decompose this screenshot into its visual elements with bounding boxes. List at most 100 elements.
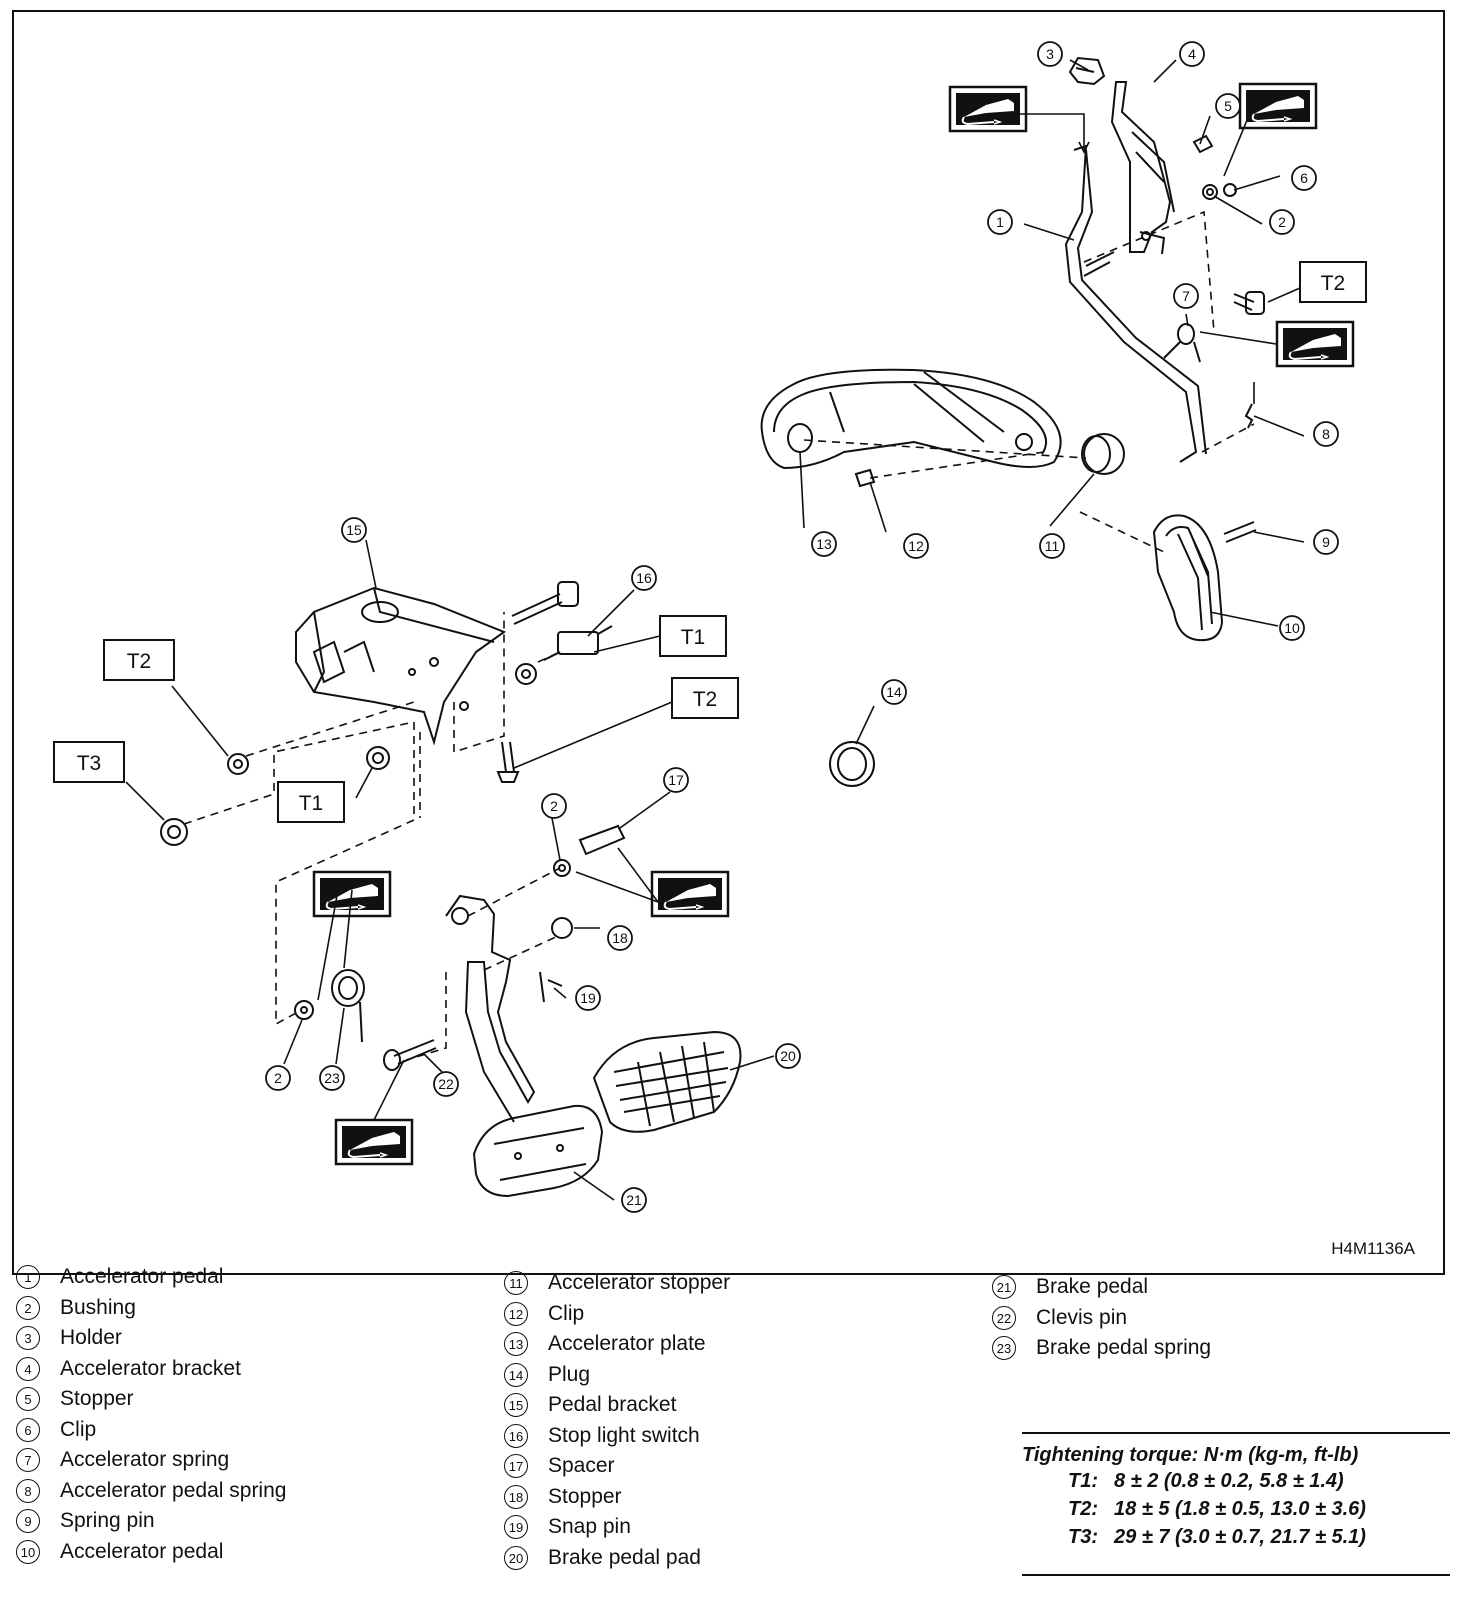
holder: [1068, 56, 1106, 86]
callout-2: 2: [265, 1065, 291, 1091]
legend-item: 14 Plug: [504, 1360, 730, 1391]
callout-1: 1: [987, 209, 1013, 235]
brake-pedal-pad-drawing: [592, 1030, 742, 1133]
nut: [515, 663, 537, 685]
callout-number: 15: [346, 522, 362, 538]
callout-number: 13: [816, 536, 832, 552]
legend-number: 1: [16, 1265, 40, 1290]
torque-row-t2: T2: 18 ± 5 (1.8 ± 0.5, 13.0 ± 3.6): [1068, 1495, 1450, 1523]
legend-number: 7: [16, 1448, 40, 1473]
pedal-bracket: [295, 586, 507, 746]
callout-8: 8: [1313, 421, 1339, 447]
callout-number: 2: [274, 1070, 282, 1086]
legend-number: 15: [504, 1393, 528, 1418]
callout-number: 4: [1188, 46, 1196, 62]
legend-label: Brake pedal pad: [548, 1545, 701, 1569]
legend-number: 2: [16, 1295, 40, 1320]
bushing: [1202, 184, 1218, 200]
spring-pin: [1223, 521, 1257, 543]
stopper-18: [551, 917, 573, 939]
legend-label: Holder: [60, 1326, 122, 1350]
accelerator-bracket: [1110, 81, 1175, 255]
callout-15: 15: [341, 517, 367, 543]
bolt-t2-b: [496, 741, 520, 783]
tightening-torque-table: Tightening torque: N·m (kg-m, ft-lb) T1:…: [1022, 1432, 1450, 1576]
callout-2: 2: [541, 793, 567, 819]
torque-title: Tightening torque: N·m (kg-m, ft-lb): [1022, 1444, 1359, 1466]
torque-box-t1-left: T1: [277, 781, 345, 823]
callout-number: 2: [1278, 214, 1286, 230]
callout-17: 17: [663, 767, 689, 793]
spacer: [578, 824, 626, 856]
legend-number: 14: [504, 1362, 528, 1387]
callout-number: 22: [438, 1076, 454, 1092]
callout-16: 16: [631, 565, 657, 591]
callout-4: 4: [1179, 41, 1205, 67]
callout-18: 18: [607, 925, 633, 951]
callout-7: 7: [1173, 283, 1199, 309]
torque-box-t2-top: T2: [1299, 261, 1367, 303]
legend-number: 13: [504, 1332, 528, 1357]
legend-label: Stopper: [60, 1387, 134, 1411]
callout-10: 10: [1279, 615, 1305, 641]
legend-number: 12: [504, 1301, 528, 1326]
callout-3: 3: [1037, 41, 1063, 67]
legend-label: Snap pin: [548, 1515, 631, 1539]
bolt: [511, 581, 579, 625]
callout-11: 11: [1039, 533, 1065, 559]
leader-lines: [125, 59, 1305, 1201]
callout-22: 22: [433, 1071, 459, 1097]
legend-label: Brake pedal spring: [1036, 1336, 1212, 1360]
accelerator-spring: [1163, 323, 1201, 363]
legend-number: 19: [504, 1515, 528, 1540]
legend-number: 9: [16, 1509, 40, 1534]
accelerator-pedal-arm: [1064, 144, 1207, 463]
figure-id: H4M1136A: [1331, 1239, 1415, 1258]
accelerator-pedal-pad: [1152, 514, 1224, 642]
legend-label: Accelerator pedal: [60, 1539, 224, 1563]
grease-applicator-icon: [1275, 320, 1355, 368]
callout-12: 12: [903, 533, 929, 559]
legend-label: Plug: [548, 1362, 591, 1386]
callout-19: 19: [575, 985, 601, 1011]
accelerator-pedal-spring: [1244, 403, 1254, 429]
legend-number: 18: [504, 1484, 528, 1509]
legend-label: Clevis pin: [1036, 1305, 1128, 1329]
callout-number: 21: [626, 1192, 642, 1208]
legend-number: 6: [16, 1417, 40, 1442]
callout-20: 20: [775, 1043, 801, 1069]
callout-number: 17: [668, 772, 684, 788]
torque-row-t1: T1: 8 ± 2 (0.8 ± 0.2, 5.8 ± 1.4): [1068, 1467, 1450, 1495]
torque-value: 18 ± 5 (1.8 ± 0.5, 13.0 ± 3.6): [1114, 1497, 1366, 1520]
brake-pedal-drawing: [472, 1104, 604, 1198]
torque-box-t1-right: T1: [659, 615, 727, 657]
callout-number: 9: [1322, 534, 1330, 550]
callout-number: 7: [1182, 288, 1190, 304]
stopper: [1192, 134, 1214, 154]
legend-label: Brake pedal: [1036, 1275, 1149, 1299]
legend-item: 19 Snap pin: [504, 1512, 730, 1543]
callout-number: 3: [1046, 46, 1054, 62]
callout-number: 23: [324, 1070, 340, 1086]
legend-number: 17: [504, 1454, 528, 1479]
callout-14: 14: [881, 679, 907, 705]
legend-number: 3: [16, 1326, 40, 1351]
legend-item: 3 Holder: [16, 1323, 286, 1354]
torque-box-t2-left: T2: [103, 639, 175, 681]
callout-number: 20: [780, 1048, 796, 1064]
